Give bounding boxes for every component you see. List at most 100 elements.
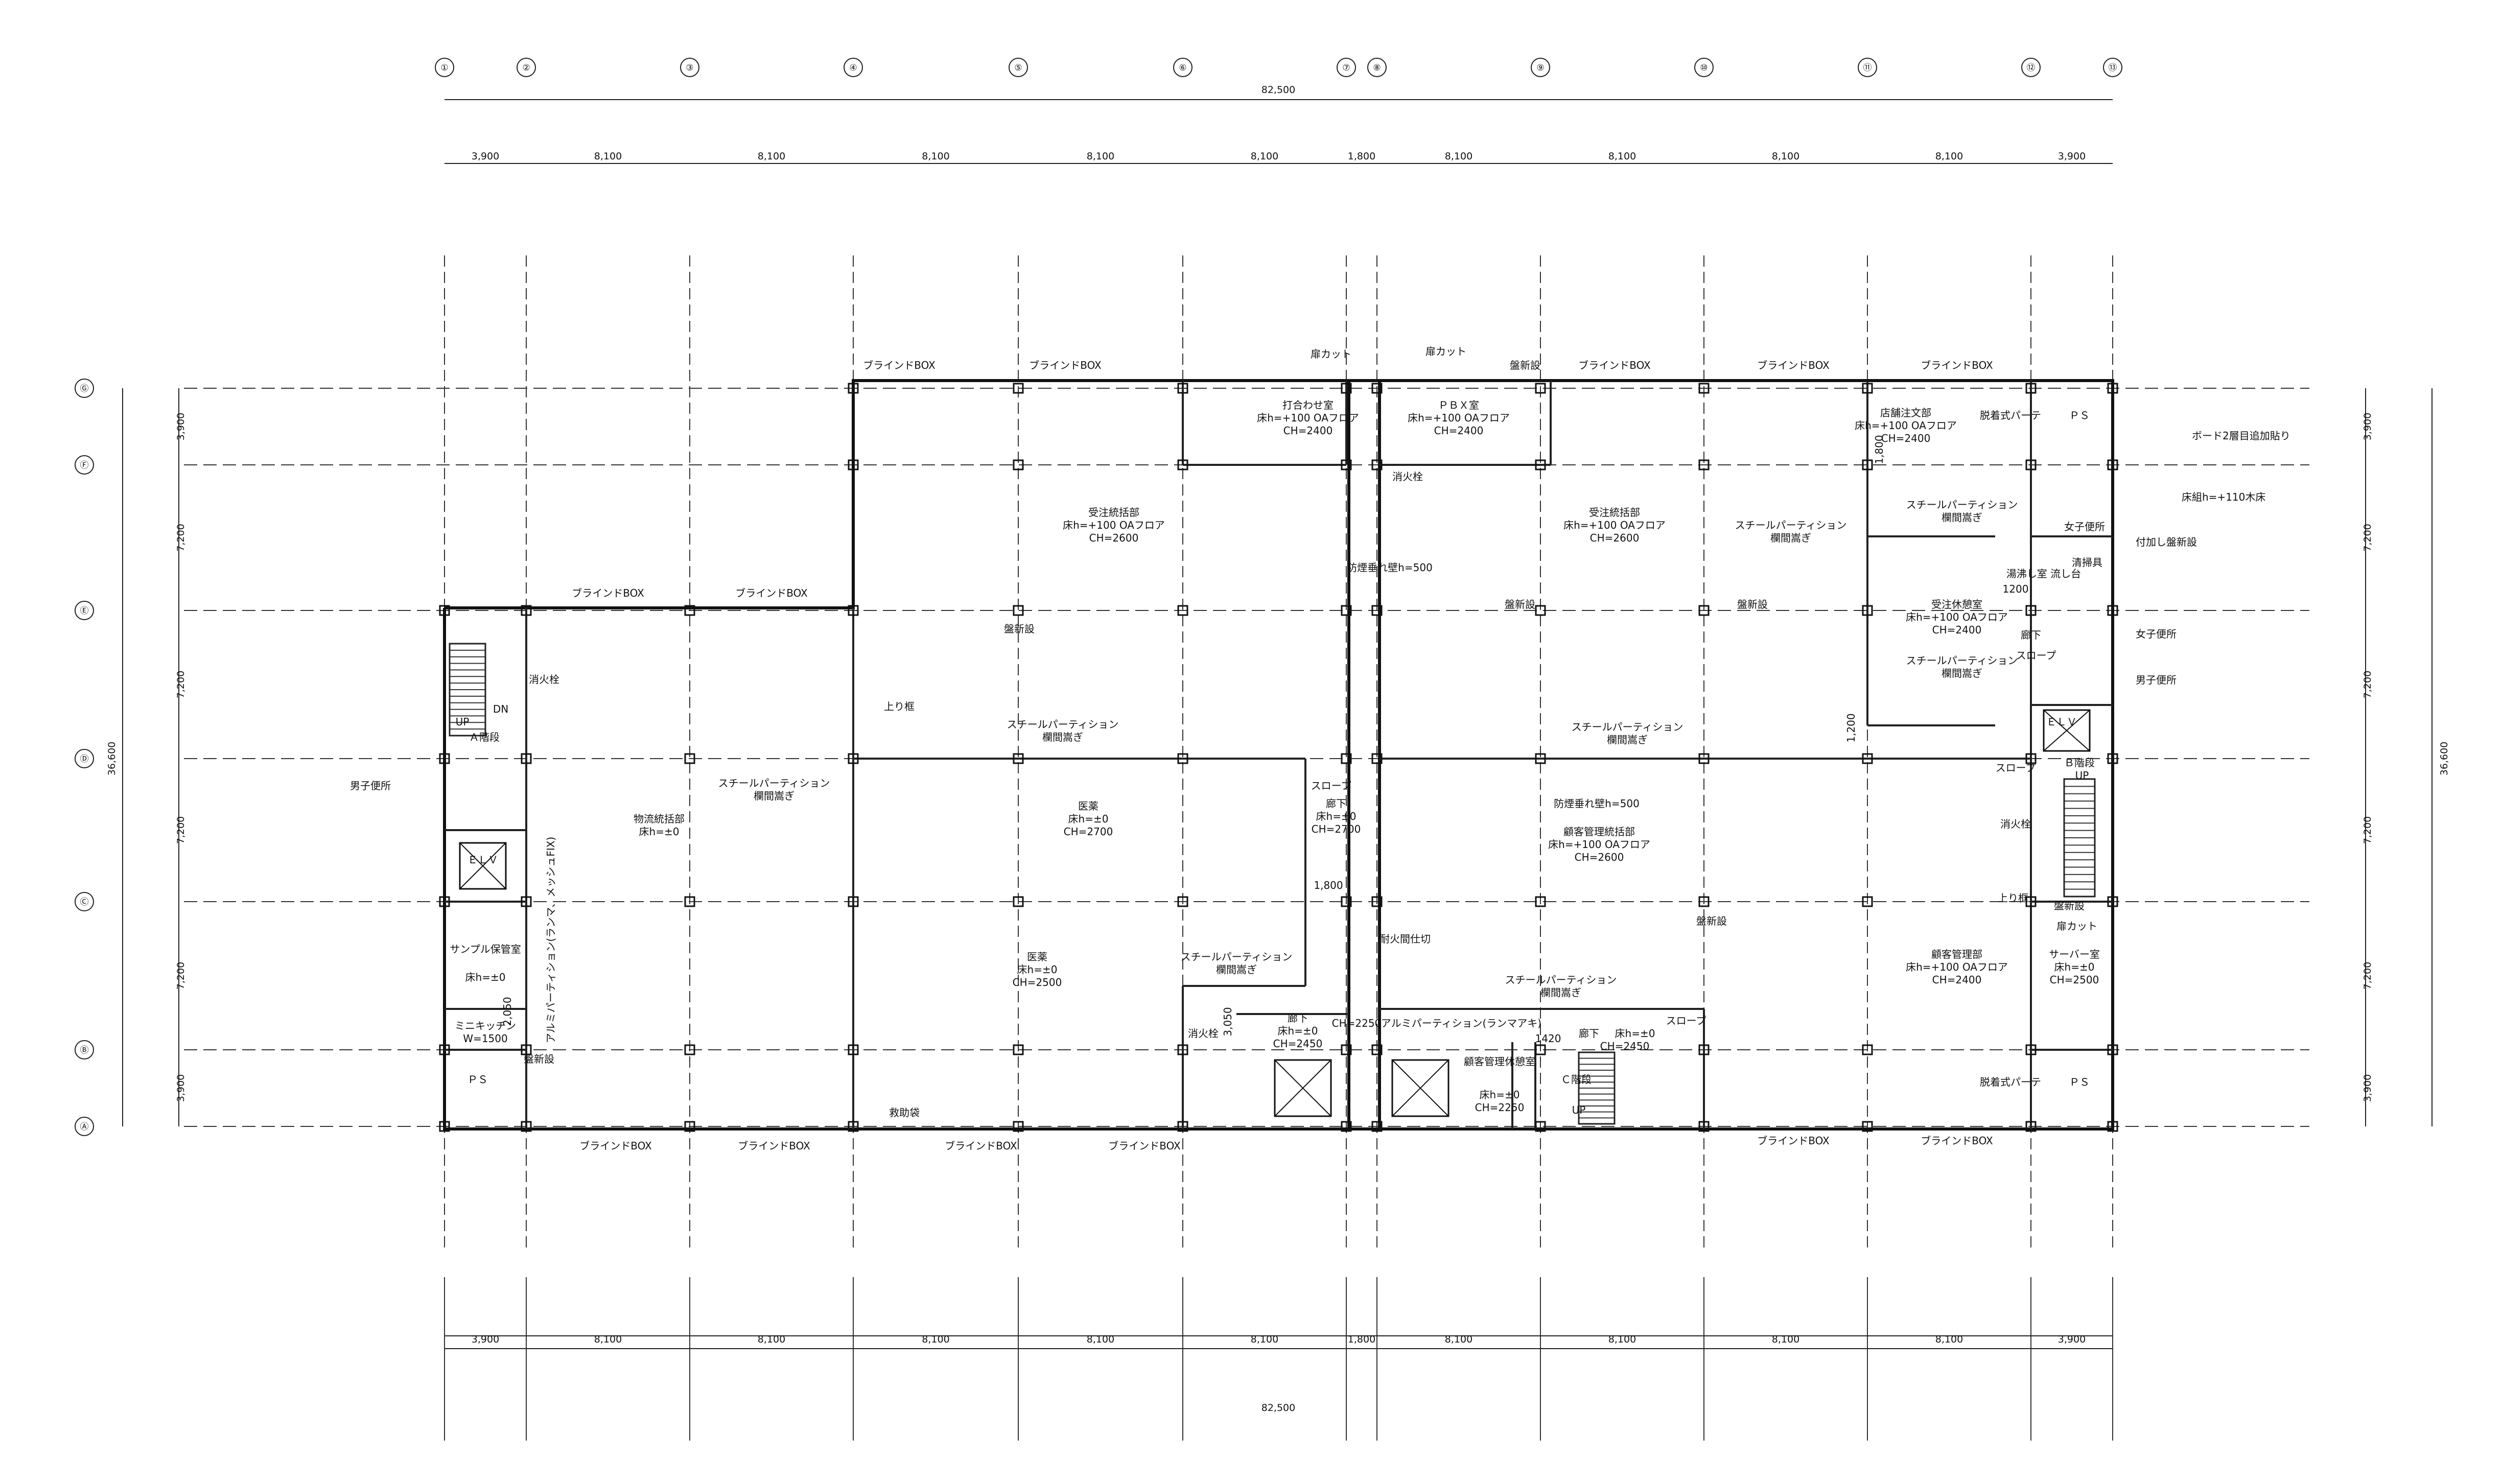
blind-box-label: ブラインドBOX — [863, 359, 936, 371]
column-axis-label: ⑬ — [2109, 63, 2117, 73]
bay-dimension: 8,100 — [758, 1334, 785, 1345]
axis-bubble — [75, 1117, 94, 1136]
structural-column — [521, 753, 532, 764]
floor-spec: 床h=+100 OAフロア — [1548, 838, 1650, 851]
blind-box-label: ブラインドBOX — [1757, 359, 1830, 371]
axis-bubble — [2103, 58, 2122, 77]
structural-column — [1341, 605, 1352, 616]
structural-column — [1177, 605, 1188, 616]
bay-dimension: 8,100 — [1445, 1334, 1472, 1345]
vertical-bay-dimension: 7,200 — [175, 524, 186, 551]
callout-label: 男子便所 — [2136, 674, 2177, 686]
structural-column — [1862, 383, 1873, 394]
vertical-bay-dimension: 7,200 — [2362, 524, 2373, 551]
structural-column — [2025, 383, 2037, 394]
dimension-lines — [122, 99, 2433, 1349]
bay-dimension: 8,100 — [1772, 151, 1799, 162]
floor-spec: 床h=+100 OAフロア — [1408, 412, 1510, 424]
structural-column — [1177, 896, 1188, 907]
ev-label: ＥＬＶ — [467, 854, 498, 866]
room-label: サンプル保管室 — [450, 943, 521, 955]
bay-dimension: 8,100 — [1445, 151, 1472, 162]
bay-dimension: 8,100 — [922, 151, 949, 162]
hydrant-label: 消火栓 — [1188, 1027, 1219, 1040]
bay-dimension: 3,900 — [2058, 151, 2086, 162]
structural-column — [684, 605, 695, 616]
partition-label: スチールパーティション — [1906, 499, 2018, 511]
column-axis-label: ⑦ — [1342, 63, 1350, 73]
partition-note: 欄間嵩ぎ — [754, 790, 794, 802]
column-axis-label: ⑩ — [1700, 63, 1708, 73]
blind-box-label: ブラインドBOX — [1578, 359, 1651, 371]
structural-column — [1535, 1044, 1546, 1055]
structural-column — [521, 1121, 532, 1132]
structural-column — [848, 753, 859, 764]
partition-note: 欄間嵩ぎ — [1216, 963, 1257, 976]
structural-column — [1698, 1121, 1710, 1132]
row-axis-label: Ⓒ — [80, 897, 89, 907]
structural-column — [1371, 1121, 1383, 1132]
structural-column — [2025, 605, 2037, 616]
structural-column — [1535, 383, 1546, 394]
vertical-total-dimension: 36,600 — [2439, 742, 2450, 775]
step-label: 上り框 — [884, 700, 915, 713]
partition-label: アルミパーティション(ランマアキ) — [1381, 1017, 1541, 1029]
elevator-shaft — [459, 842, 507, 890]
panel-label: 盤新設 — [1737, 598, 1768, 610]
column-axis-label: ② — [522, 63, 530, 73]
structural-column — [1698, 896, 1710, 907]
axis-bubble — [75, 379, 94, 398]
structural-column — [1698, 753, 1710, 764]
floor-spec: 床h=+100 OAフロア — [1063, 519, 1165, 531]
floor-spec: 床h=±0 — [1615, 1027, 1655, 1040]
blind-box-label: ブラインドBOX — [945, 1140, 1017, 1152]
axis-bubble — [435, 58, 454, 77]
structural-column — [1341, 753, 1352, 764]
partition-label: スチールパーティション — [1735, 519, 1847, 531]
stair-outline — [449, 643, 486, 737]
structural-column — [439, 753, 450, 764]
dept-label: 受注統括部 — [1589, 506, 1640, 519]
floor-spec: 床h=+100 OAフロア — [1906, 611, 2008, 623]
axis-bubble — [1367, 58, 1387, 77]
dimension-note: 1420 — [1535, 1032, 1561, 1045]
structural-column — [1013, 605, 1024, 616]
firewall-label: 耐火間仕切 — [1379, 933, 1431, 945]
ps-label: ＰＳ — [467, 1073, 488, 1086]
structural-column — [1698, 1044, 1710, 1055]
dimension-labels: 82,50082,5003,9003,9008,1008,1008,1008,1… — [106, 84, 2450, 1414]
panel-label: 盤新設 — [2054, 900, 2085, 912]
elevator-shaft — [1391, 1059, 1449, 1117]
room-label: ミニキッチン — [455, 1020, 516, 1032]
partition-note: 欄間嵩ぎ — [1607, 734, 1648, 746]
ceiling-height: CH=2500 — [2050, 974, 2099, 986]
bay-dimension: 8,100 — [1608, 151, 1636, 162]
dimension-note: 1200 — [2003, 583, 2029, 595]
blind-box-label: ブラインドBOX — [1108, 1140, 1181, 1152]
partition-label: スチールパーティション — [1505, 974, 1617, 986]
partition-label: スチールパーティション — [718, 777, 830, 789]
axis-bubble — [75, 1040, 94, 1059]
row-axis-label: Ⓔ — [80, 606, 89, 616]
structural-column — [1535, 605, 1546, 616]
panel-label: 盤新設 — [1505, 598, 1535, 610]
corridor-label: 廊下 — [1579, 1027, 1599, 1040]
structural-column — [1341, 383, 1352, 394]
structural-column — [2107, 1121, 2118, 1132]
room-labels: ブラインドBOX ブラインドBOX ブラインドBOX ブラインドBOX ブライン… — [350, 345, 2290, 1152]
bay-dimension: 8,100 — [1935, 1334, 1963, 1345]
floor-spec: 床h=+100 OAフロア — [1855, 419, 1957, 432]
ceiling-height: CH=2450 — [1273, 1038, 1323, 1050]
bay-dimension: 8,100 — [1935, 151, 1963, 162]
structural-column — [521, 605, 532, 616]
stair-label: Ｃ階段 — [1561, 1073, 1592, 1086]
bay-dimension: 8,100 — [1251, 151, 1278, 162]
vertical-bay-dimension: 7,200 — [2362, 816, 2373, 844]
overall-dimension: 82,500 — [1261, 1402, 1295, 1414]
structural-column — [1013, 459, 1024, 470]
partition-label: スチールパーティション — [1181, 951, 1293, 963]
elevator-cross — [459, 842, 506, 889]
bay-dimension: 3,900 — [472, 151, 499, 162]
blind-box-label: ブラインドBOX — [1757, 1135, 1830, 1147]
